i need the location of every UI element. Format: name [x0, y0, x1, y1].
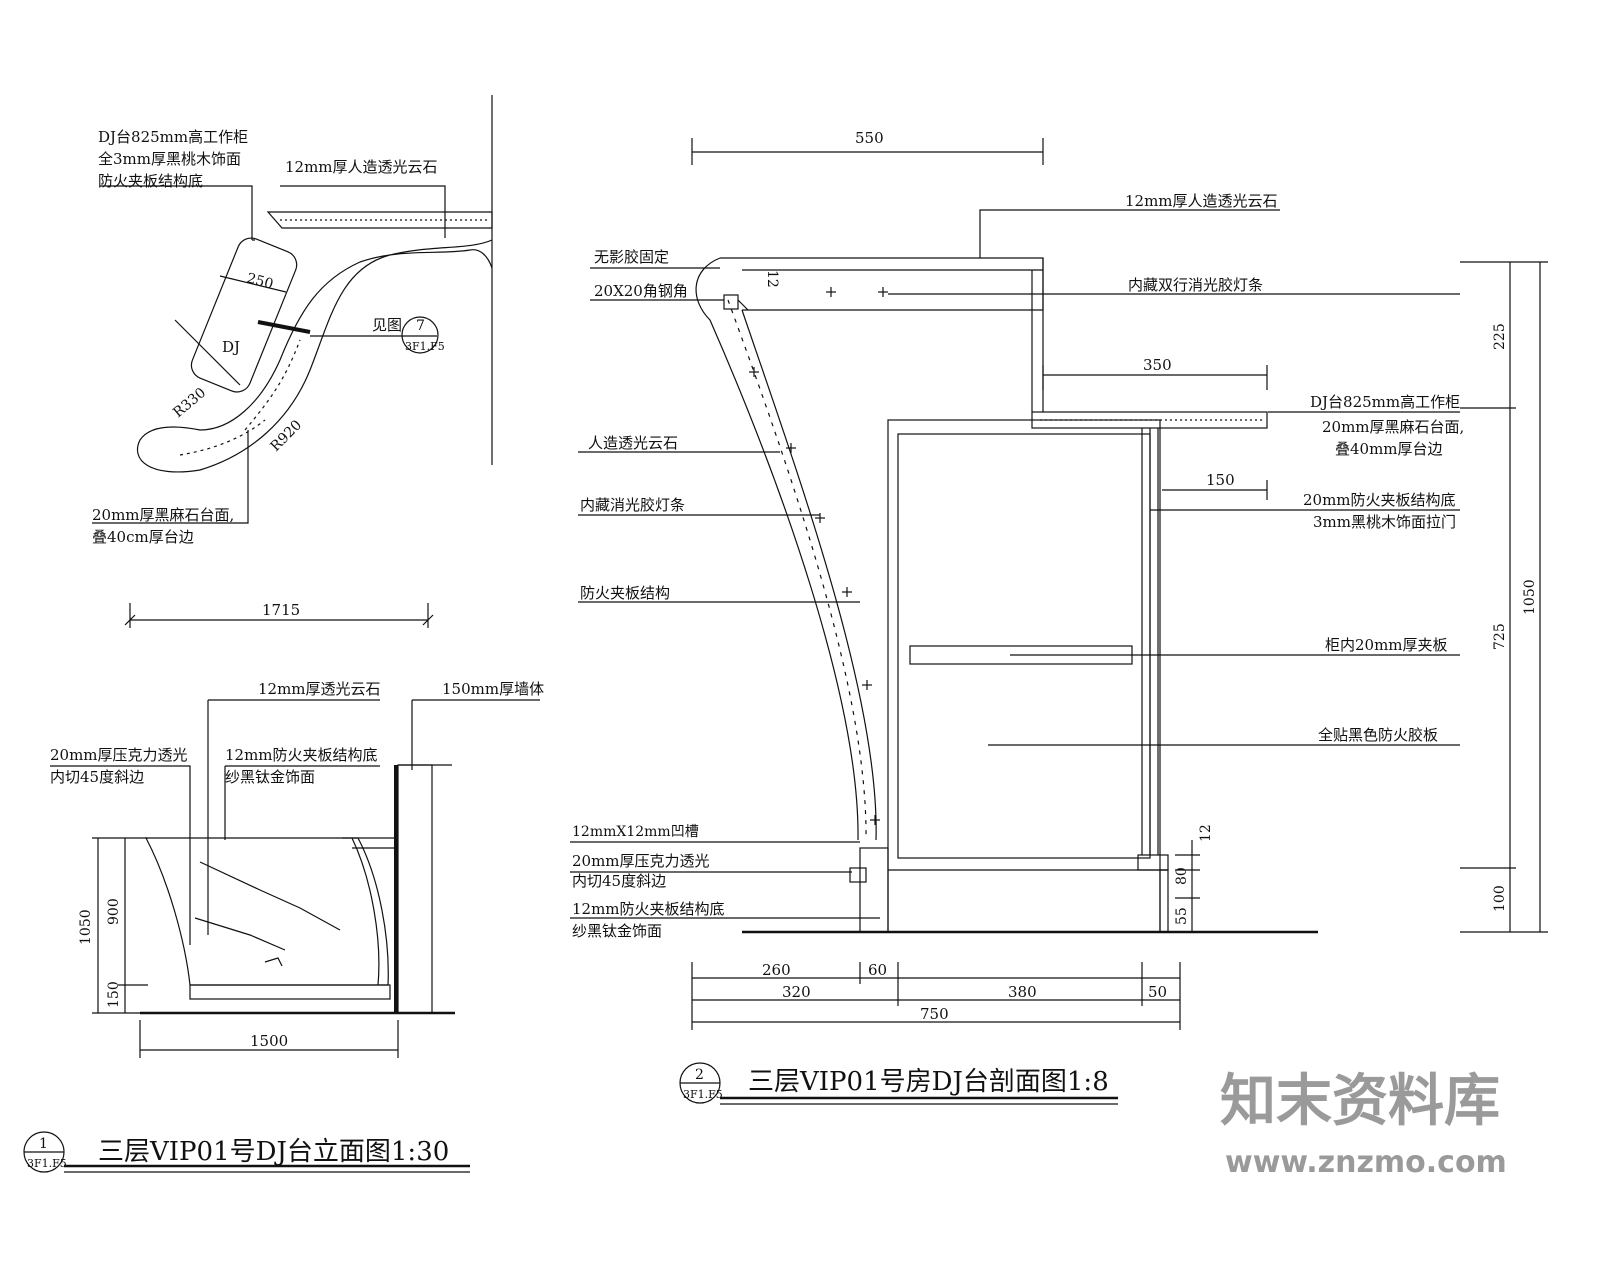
elev-dim-1050: 1050: [78, 909, 94, 945]
sect-dim-100: 100: [1492, 885, 1508, 912]
sect-label-groove: 12mmX12mm凹槽: [572, 824, 699, 840]
sect-dim-50: 50: [1148, 983, 1167, 1001]
watermark-url: www.znzmo.com: [1225, 1145, 1507, 1180]
sect-label-fireply: 防火夹板结构: [580, 584, 670, 602]
elevation-title: 三层VIP01号DJ台立面图1:30: [98, 1137, 449, 1167]
sect-label-marble1: 20mm厚黑麻石台面,: [1322, 418, 1464, 436]
sect-label-stone: 12mm厚人造透光云石: [1125, 192, 1278, 210]
sect-label-plywood2: 纱黑钛金饰面: [572, 922, 662, 940]
sect-dim-320: 320: [782, 983, 811, 1001]
sect-label-marble2: 叠40mm厚台边: [1335, 440, 1443, 458]
plan-label-marble2: 叠40cm厚台边: [92, 528, 194, 546]
plan-view: DJ台825mm高工作柜 全3mm厚黑桃木饰面 防火夹板结构底 12mm厚人造透…: [92, 95, 493, 628]
plan-ref-sheet: 3F1.F5: [405, 340, 445, 353]
section-title: 三层VIP01号房DJ台剖面图1:8: [748, 1067, 1109, 1097]
sect-label-glue: 无影胶固定: [594, 248, 669, 266]
plan-ref-num: 7: [416, 318, 425, 334]
sect-dim-150: 150: [1206, 471, 1235, 489]
sect-label-led: 内藏消光胶灯条: [580, 496, 685, 514]
plan-label-r330: R330: [170, 385, 209, 421]
elev-dim-1500: 1500: [250, 1032, 288, 1050]
elevation-view: 12mm厚透光云石 150mm厚墙体 20mm厚压克力透光 内切45度斜边 12…: [23, 680, 544, 1173]
elev-title-num: 1: [39, 1136, 48, 1152]
sect-dim-225: 225: [1492, 323, 1508, 350]
sect-dim-12a: 12: [764, 270, 780, 288]
sect-label-door1: 20mm防火夹板结构底: [1303, 491, 1456, 509]
plan-label-r920: R920: [268, 417, 306, 455]
sect-dim-260: 260: [762, 961, 791, 979]
sect-dim-380: 380: [1008, 983, 1037, 1001]
sect-label-artstone: 人造透光云石: [588, 434, 678, 452]
sect-label-led-double: 内藏双行消光胶灯条: [1128, 276, 1263, 294]
sect-dim-350: 350: [1143, 356, 1172, 374]
sect-label-worktop: DJ台825mm高工作柜: [1310, 393, 1460, 411]
section-view: 550 12mm厚人造透光云石 无影胶固定 20X20角钢角 12 内藏双行消光…: [570, 129, 1548, 1105]
plan-label-dj: DJ: [222, 338, 240, 356]
plan-label-worktop: DJ台825mm高工作柜: [98, 128, 248, 146]
elev-label-wall: 150mm厚墙体: [442, 680, 544, 698]
sect-dim-55: 55: [1174, 907, 1190, 925]
sect-title-sheet: 3F1.F5: [683, 1088, 723, 1101]
sect-dim-12b: 12: [1198, 824, 1214, 842]
sect-dim-80: 80: [1174, 867, 1190, 885]
elev-dim-150: 150: [106, 981, 122, 1008]
sect-label-door2: 3mm黑桃木饰面拉门: [1313, 513, 1456, 531]
sect-label-plywood1: 12mm防火夹板结构底: [572, 900, 725, 918]
plan-dim-1715: 1715: [262, 601, 300, 619]
sect-title-num: 2: [695, 1067, 704, 1083]
plan-label-marble1: 20mm厚黑麻石台面,: [92, 506, 234, 524]
sect-dim-725: 725: [1492, 623, 1508, 650]
elev-label-acrylic2: 内切45度斜边: [50, 768, 144, 786]
reference-bubble-7: [401, 316, 439, 354]
sect-dim-1050: 1050: [1522, 579, 1538, 615]
sect-label-acrylic1: 20mm厚压克力透光: [572, 852, 710, 870]
watermark-brand: 知末资料库: [1220, 1069, 1500, 1134]
sect-label-shelf: 柜内20mm厚夹板: [1325, 636, 1448, 654]
elev-dim-900: 900: [106, 898, 122, 925]
elev-label-plywood2: 纱黑钛金饰面: [225, 768, 315, 786]
sect-dim-60: 60: [868, 961, 887, 979]
sect-label-acrylic2: 内切45度斜边: [572, 872, 666, 890]
sect-label-steel: 20X20角钢角: [594, 282, 688, 300]
elev-title-sheet: 3F1.F5: [27, 1157, 67, 1170]
sect-dim-550: 550: [855, 129, 884, 147]
watermark: 知末资料库 www.znzmo.com: [1190, 965, 1600, 1180]
sect-label-laminate: 全贴黑色防火胶板: [1318, 726, 1438, 744]
plan-label-struct: 防火夹板结构底: [98, 172, 203, 190]
elev-label-plywood1: 12mm防火夹板结构底: [225, 746, 378, 764]
plan-dim-250: 250: [245, 270, 275, 292]
elev-label-acrylic1: 20mm厚压克力透光: [50, 746, 188, 764]
plan-label-stone: 12mm厚人造透光云石: [285, 158, 438, 176]
plan-label-seeref: 见图: [372, 316, 402, 334]
plan-label-finish: 全3mm厚黑桃木饰面: [98, 150, 241, 168]
elev-label-stone: 12mm厚透光云石: [258, 680, 381, 698]
sect-dim-750: 750: [920, 1005, 949, 1023]
